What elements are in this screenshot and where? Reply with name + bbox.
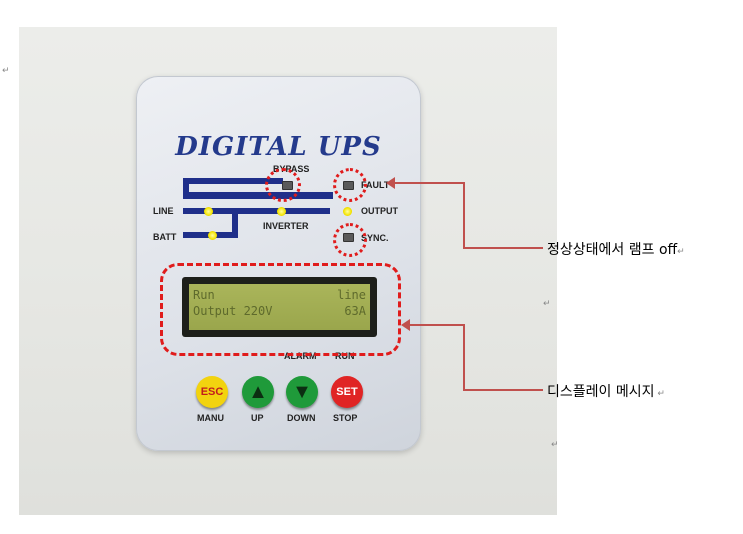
lcd-display: Run line Output 220V 63A bbox=[182, 277, 377, 337]
output-label: OUTPUT bbox=[361, 206, 398, 216]
esc-caption: MANU bbox=[197, 413, 224, 423]
batt-label: BATT bbox=[153, 232, 177, 242]
line-led bbox=[204, 207, 213, 216]
set-button[interactable]: SET bbox=[331, 376, 363, 408]
esc-button[interactable]: ESC bbox=[196, 376, 228, 408]
run-label: RUN bbox=[335, 351, 355, 361]
inverter-label: INVERTER bbox=[263, 221, 309, 231]
sync-highlight bbox=[333, 223, 367, 257]
display-callout-h1 bbox=[406, 324, 464, 326]
down-button[interactable]: ▼ bbox=[286, 376, 318, 408]
display-callout-v bbox=[463, 324, 465, 390]
lcd-output-current: 63A bbox=[344, 304, 366, 318]
lcd-status: Run bbox=[193, 288, 215, 302]
lamp-arrow-icon bbox=[386, 177, 395, 189]
fault-highlight bbox=[333, 168, 367, 202]
panel-title: DIGITAL UPS bbox=[175, 132, 382, 162]
sync-label: SYNC. bbox=[361, 233, 389, 243]
line-bar bbox=[183, 208, 263, 214]
fault-label: FAULT bbox=[361, 180, 390, 190]
line-label: LINE bbox=[153, 206, 174, 216]
lcd-output-voltage: Output 220V bbox=[193, 304, 273, 318]
display-arrow-icon bbox=[401, 319, 410, 331]
bypass-bar bbox=[183, 178, 283, 184]
up-button[interactable]: ▲ bbox=[242, 376, 274, 408]
display-callout-h2 bbox=[463, 389, 543, 391]
lamp-callout-h2 bbox=[463, 247, 543, 249]
bypass-drop-bar bbox=[183, 178, 189, 198]
bypass-highlight bbox=[265, 168, 301, 202]
paragraph-mark-icon: ↵ bbox=[2, 66, 10, 76]
paragraph-mark-icon: ↵ bbox=[551, 440, 559, 450]
lcd-highlight bbox=[160, 263, 401, 356]
inverter-bar bbox=[260, 208, 330, 214]
stop-caption: STOP bbox=[333, 413, 358, 423]
paragraph-mark-icon: ↵ bbox=[543, 299, 551, 309]
lcd-line-2: Output 220V 63A bbox=[193, 303, 366, 319]
inverter-led bbox=[277, 207, 286, 216]
lcd-screen: Run line Output 220V 63A bbox=[189, 284, 370, 330]
lamp-note: 정상상태에서 램프 off↵ bbox=[547, 242, 685, 258]
up-caption: UP bbox=[251, 413, 264, 423]
down-caption: DOWN bbox=[287, 413, 316, 423]
batt-led bbox=[208, 231, 217, 240]
display-note: 디스플레이 메시지 ↵ bbox=[547, 384, 665, 400]
lamp-callout-h1 bbox=[390, 182, 464, 184]
lamp-callout-v bbox=[463, 182, 465, 248]
lcd-source: line bbox=[337, 288, 366, 302]
alarm-label: ALARM bbox=[284, 351, 317, 361]
main-bus-bar bbox=[183, 192, 333, 199]
batt-riser-bar bbox=[232, 208, 238, 238]
lcd-line-1: Run line bbox=[193, 287, 366, 303]
output-led bbox=[343, 207, 352, 216]
